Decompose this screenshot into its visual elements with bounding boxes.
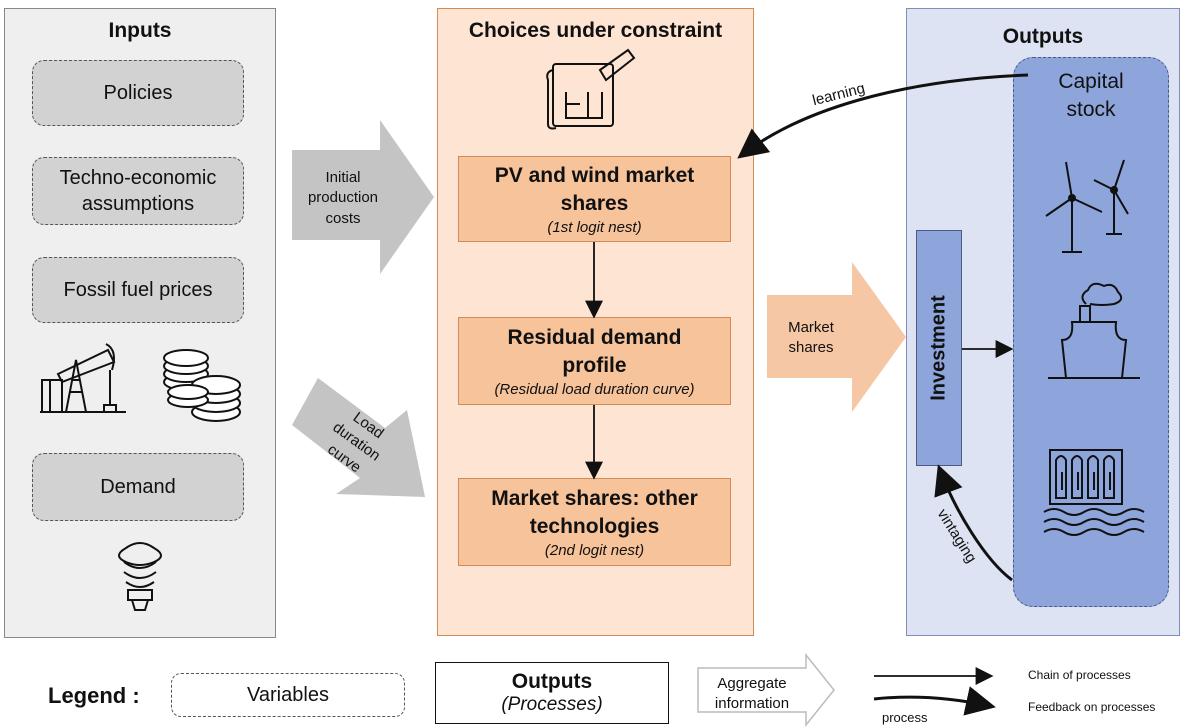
techno-economic-label-line2: assumptions [81, 193, 195, 215]
blueprint-icon [546, 48, 636, 130]
outputs-title: Outputs [1002, 25, 1084, 48]
load-duration-curve-arrow [292, 378, 425, 497]
policies-label: Policies [103, 82, 173, 104]
techno-economic-box: Techno-economic assumptions [32, 157, 244, 225]
oil-pump-icon [40, 343, 126, 413]
investment-box: Investment [916, 230, 962, 466]
choices-title: Choices under constraint [468, 19, 723, 42]
legend-aggregate-line1: Aggregate [717, 675, 787, 692]
inputs-title: Inputs [108, 19, 172, 42]
wind-turbines-icon [1045, 159, 1129, 253]
market-shares-arrow [767, 262, 906, 412]
legend-process-label: process [882, 710, 928, 725]
initial-production-costs-label: Initial production costs [300, 168, 386, 229]
residual-title-line1: Residual demand [507, 326, 682, 350]
pv-wind-title-line2: shares [560, 191, 629, 215]
techno-economic-label-line1: Techno-economic [59, 167, 217, 189]
pv-wind-subtitle: (1st logit nest) [547, 218, 642, 236]
fossil-fuel-prices-box: Fossil fuel prices [32, 257, 244, 323]
market-other-title-line2: technologies [529, 514, 660, 538]
legend-outputs-label: Outputs [511, 670, 593, 693]
pv-wind-title-line1: PV and wind market [494, 164, 695, 188]
capital-stock-label-line1: Capital [1058, 70, 1124, 93]
legend-feedback-label: Feedback on processes [1028, 700, 1156, 714]
initial-line1: Initial [325, 169, 361, 186]
initial-line3: costs [325, 209, 361, 227]
fossil-fuel-prices-label: Fossil fuel prices [63, 279, 213, 301]
capital-stock-box: Capital stock [1013, 57, 1169, 607]
legend-variables-box: Variables [171, 673, 405, 717]
initial-production-costs-arrow [292, 120, 434, 274]
pv-wind-market-shares-box: PV and wind market shares (1st logit nes… [458, 156, 731, 242]
market-shares-label: Market shares [772, 318, 850, 359]
vintaging-feedback-arrow [934, 464, 1013, 582]
policies-box: Policies [32, 60, 244, 126]
residual-subtitle: (Residual load duration curve) [494, 380, 695, 398]
market-line2: shares [788, 339, 834, 357]
residual-title-line2: profile [562, 353, 627, 377]
legend-label: Legend : [48, 683, 140, 708]
market-other-title-line1: Market shares: other [491, 487, 698, 511]
coins-icon [163, 349, 241, 422]
market-line1: Market [788, 319, 834, 336]
light-bulb-icon [118, 542, 162, 611]
legend-processes-box: Outputs (Processes) [435, 662, 669, 724]
market-shares-other-box: Market shares: other technologies (2nd l… [458, 478, 731, 566]
legend-variables-label: Variables [247, 683, 329, 706]
legend-chain-label: Chain of processes [1028, 668, 1131, 682]
initial-line2: production [307, 189, 379, 207]
learning-feedback-arrow [737, 73, 1029, 159]
power-plant-icon [1048, 282, 1140, 379]
hydro-dam-icon [1043, 449, 1145, 536]
demand-box: Demand [32, 453, 244, 521]
legend-processes-label: (Processes) [501, 694, 603, 715]
legend-aggregate-line2: information [714, 695, 790, 713]
capital-stock-label-line2: stock [1066, 98, 1116, 121]
demand-label: Demand [100, 476, 176, 498]
legend-aggregate-label: Aggregate information [704, 674, 800, 715]
legend-aggregate-arrow [697, 652, 835, 728]
legend-feedback-arrow [873, 686, 996, 716]
residual-demand-profile-box: Residual demand profile (Residual load d… [458, 317, 731, 405]
market-other-subtitle: (2nd logit nest) [544, 541, 645, 559]
